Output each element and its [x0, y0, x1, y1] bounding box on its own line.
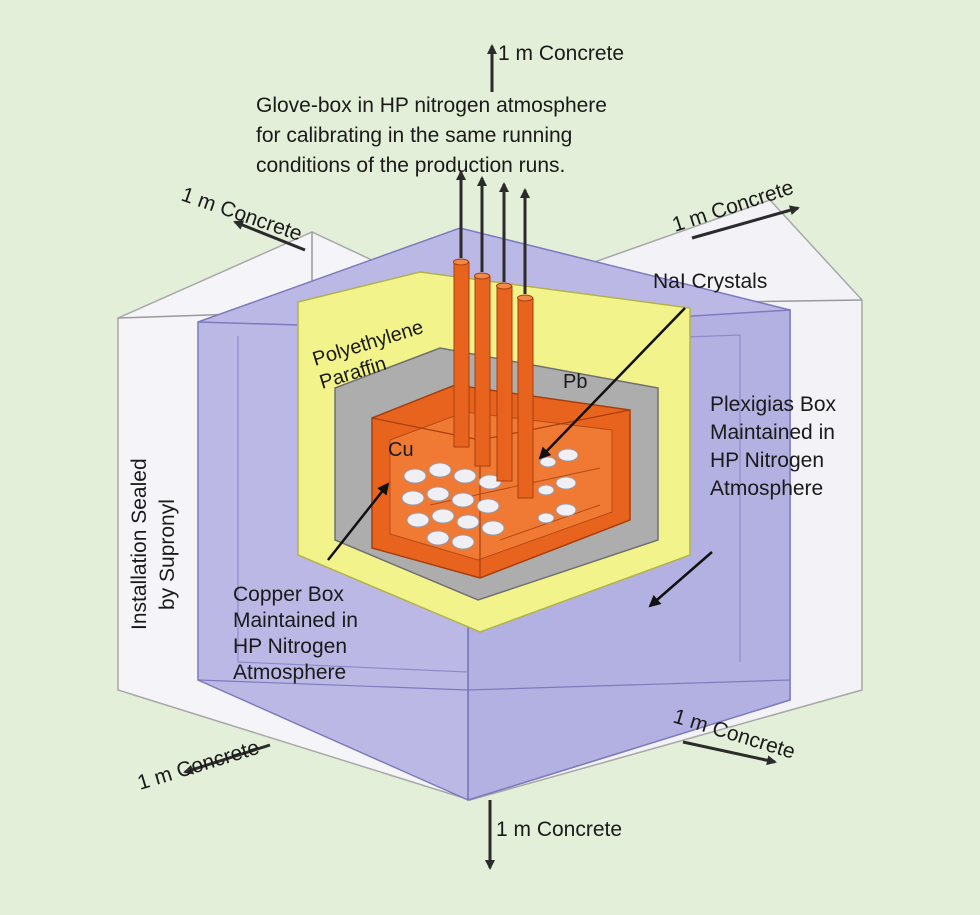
label-copper-line4: Atmosphere: [233, 661, 346, 684]
label-plexiglas-line1: Plexigias Box: [710, 393, 837, 416]
pointer-arrows: [327, 307, 713, 608]
label-glovebox-line3: conditions of the production runs.: [256, 154, 565, 177]
label-cu: Cu: [388, 439, 414, 461]
label-plexiglas-line4: Atmosphere: [710, 477, 823, 500]
label-plexiglas-line3: HP Nitrogen: [710, 449, 824, 472]
label-nai-crystals: NaI Crystals: [653, 270, 767, 293]
label-concrete-lower-left: 1 m Concrete: [135, 736, 262, 795]
label-plexiglas-line2: Maintained in: [710, 421, 835, 444]
concrete-arrows: [183, 44, 800, 870]
nai-crystals-front: [401, 462, 505, 550]
label-installation-line2: by Supronyl: [156, 499, 179, 610]
concrete-arrow-lower-left: [183, 743, 271, 775]
concrete-arrow-upper-right: [691, 205, 800, 240]
label-copper-line2: Maintained in: [233, 609, 358, 632]
label-installation-line1: Installation Sealed: [128, 458, 151, 630]
concrete-arrow-lower-right: [682, 740, 777, 766]
label-glovebox-line1: Glove-box in HP nitrogen atmosphere: [256, 94, 607, 117]
label-concrete-bottom: 1 m Concrete: [496, 818, 622, 841]
label-copper-line1: Copper Box: [233, 583, 344, 606]
nai-crystals-side: [537, 448, 579, 524]
label-copper-line3: HP Nitrogen: [233, 635, 347, 658]
label-concrete-top: 1 m Concrete: [498, 42, 624, 65]
plexiglas-pointer-arrow: [648, 551, 713, 608]
label-pb: Pb: [563, 371, 587, 393]
label-concrete-upper-left: 1 m Concrete: [178, 183, 305, 246]
nai-pointer-arrow: [538, 307, 686, 460]
label-glovebox-line2: for calibrating in the same running: [256, 124, 572, 147]
glovebox-arrows: [456, 170, 530, 294]
glovebox-tubes: [453, 258, 534, 499]
concrete-arrow-upper-left: [233, 220, 306, 252]
copper-pointer-arrow: [327, 482, 390, 561]
